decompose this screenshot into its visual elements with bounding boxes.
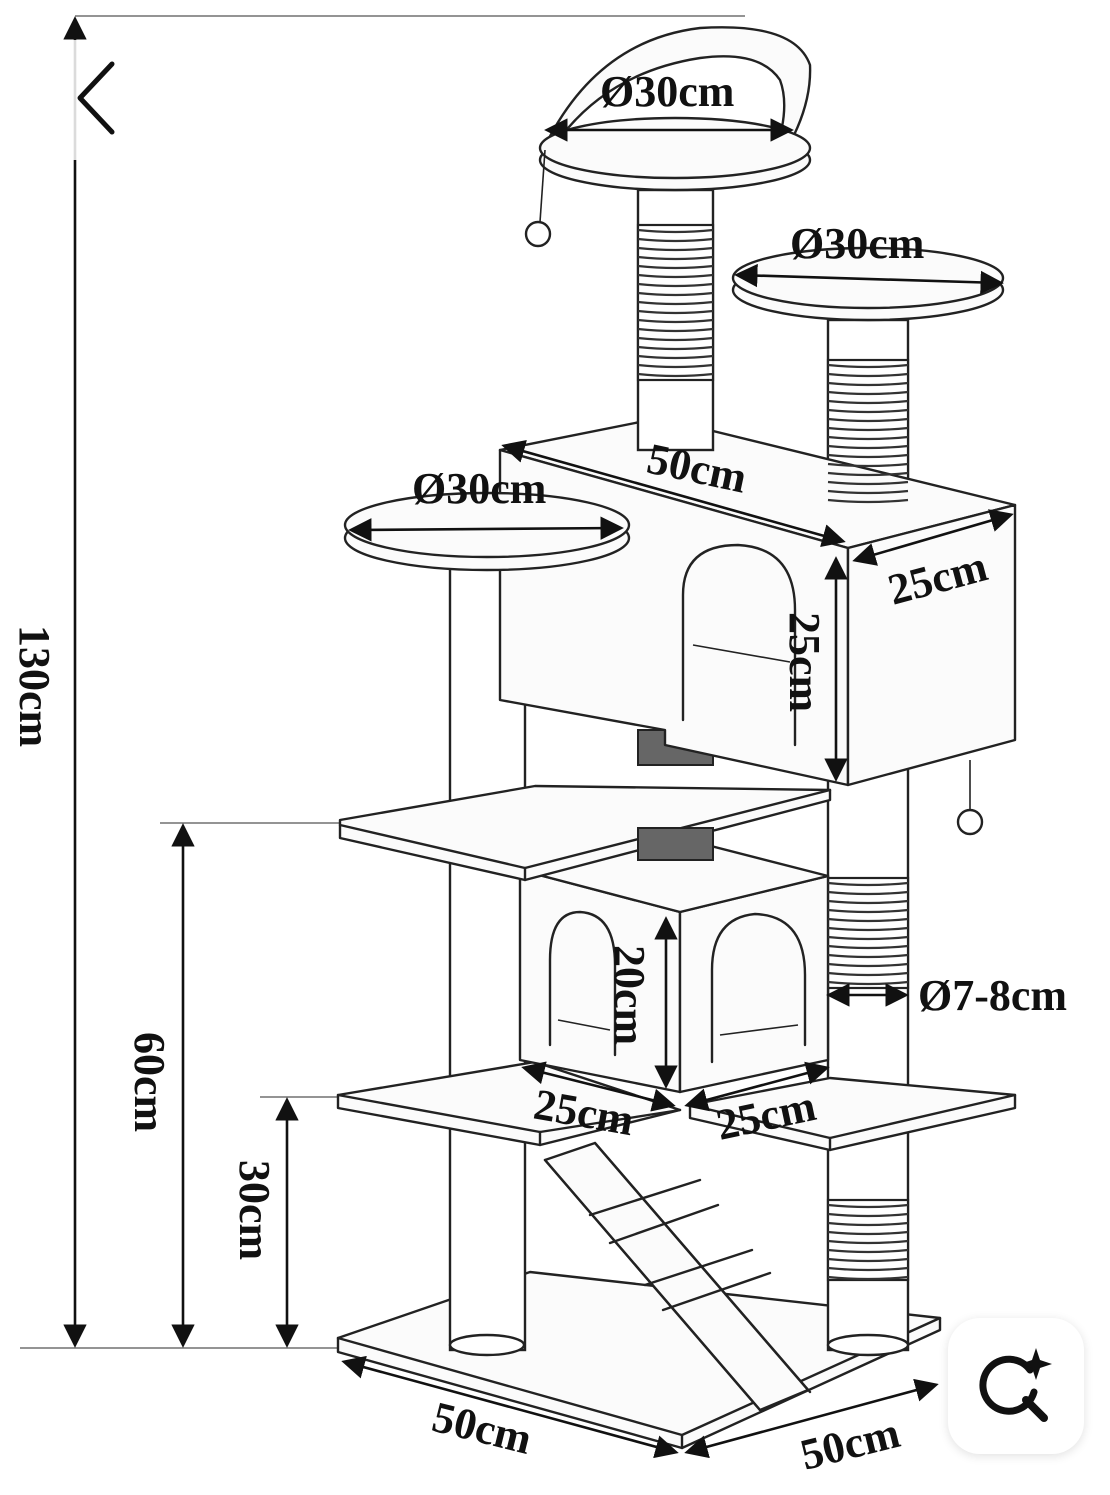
sisal-rope-center-lower [637, 827, 714, 861]
rope-stripe [637, 372, 714, 378]
rope-stripe [827, 971, 909, 977]
rope-stripe [827, 390, 909, 396]
rope-stripe [827, 881, 909, 887]
rope-stripe [827, 408, 909, 414]
rope-stripe [827, 917, 909, 923]
rope-stripe [827, 953, 909, 959]
rope-stripe [827, 435, 909, 441]
chevron-left-icon [77, 61, 115, 135]
rope-stripe [827, 381, 909, 387]
rope-stripe [637, 291, 714, 297]
dimension-base-left [341, 1355, 679, 1459]
rope-stripe [637, 345, 714, 351]
small-cube-house [518, 833, 830, 1094]
label-top-platform-diameter: Ø30cm [600, 67, 734, 116]
rope-stripe [827, 962, 909, 968]
rope-stripe [827, 426, 909, 432]
dimension-box-width [852, 509, 1014, 566]
visual-search-button[interactable] [948, 1318, 1084, 1454]
visual-search-sparkle-icon [979, 1348, 1052, 1422]
rope-stripe [827, 935, 909, 941]
rope-stripe [827, 1266, 909, 1272]
board-level-1 [338, 784, 832, 882]
rope-stripe [827, 1248, 909, 1254]
rope-stripe [637, 318, 714, 324]
rope-stripe [827, 372, 909, 378]
rope-stripe [637, 255, 714, 261]
rope-stripe [637, 354, 714, 360]
rope-stripes [637, 228, 909, 1281]
rope-stripe [827, 417, 909, 423]
rope-stripe [637, 300, 714, 306]
rope-stripe [827, 399, 909, 405]
label-post-diameter: Ø7-8cm [918, 971, 1067, 1020]
rope-stripe [827, 908, 909, 914]
rope-stripe [827, 899, 909, 905]
rope-stripe [637, 363, 714, 369]
rope-stripe [637, 237, 714, 243]
rope-stripe [637, 336, 714, 342]
rope-stripe [637, 228, 714, 234]
sisal-rope-lower-right [826, 1198, 910, 1282]
rope-stripe [827, 1230, 909, 1236]
rope-stripe [637, 282, 714, 288]
dimension-right-diameter [734, 263, 1004, 295]
rope-stripe [637, 246, 714, 252]
rope-stripe [827, 1212, 909, 1218]
dimension-small-box-width-right [684, 1061, 830, 1112]
label-right-platform-diameter: Ø30cm [790, 219, 924, 268]
rope-stripe [827, 1203, 909, 1209]
rope-stripe [827, 363, 909, 369]
rope-stripe [827, 1239, 909, 1245]
dimension-base-right [684, 1378, 939, 1459]
label-total-height: 130cm [10, 625, 59, 747]
rope-stripe [827, 1221, 909, 1227]
label-lower-height: 30cm [230, 1160, 279, 1260]
rope-stripe [637, 273, 714, 279]
dimension-box-length [501, 440, 846, 547]
rope-stripe [827, 1275, 909, 1281]
label-small-box-height: 20cm [605, 945, 654, 1045]
rope-stripe [827, 890, 909, 896]
extension-lines [20, 15, 745, 1349]
rope-stripe [827, 926, 909, 932]
label-left-platform-diameter: Ø30cm [412, 464, 546, 513]
hanging-toy-ball [956, 760, 984, 836]
rope-stripe [827, 944, 909, 950]
back-button[interactable] [40, 40, 160, 160]
rope-stripe [827, 1257, 909, 1263]
rope-stripe [637, 309, 714, 315]
rope-stripe [637, 264, 714, 270]
label-middle-height: 60cm [125, 1032, 174, 1132]
rope-stripe [637, 327, 714, 333]
dimension-small-box-width-left [521, 1061, 676, 1112]
label-box-height: 25cm [780, 612, 829, 712]
